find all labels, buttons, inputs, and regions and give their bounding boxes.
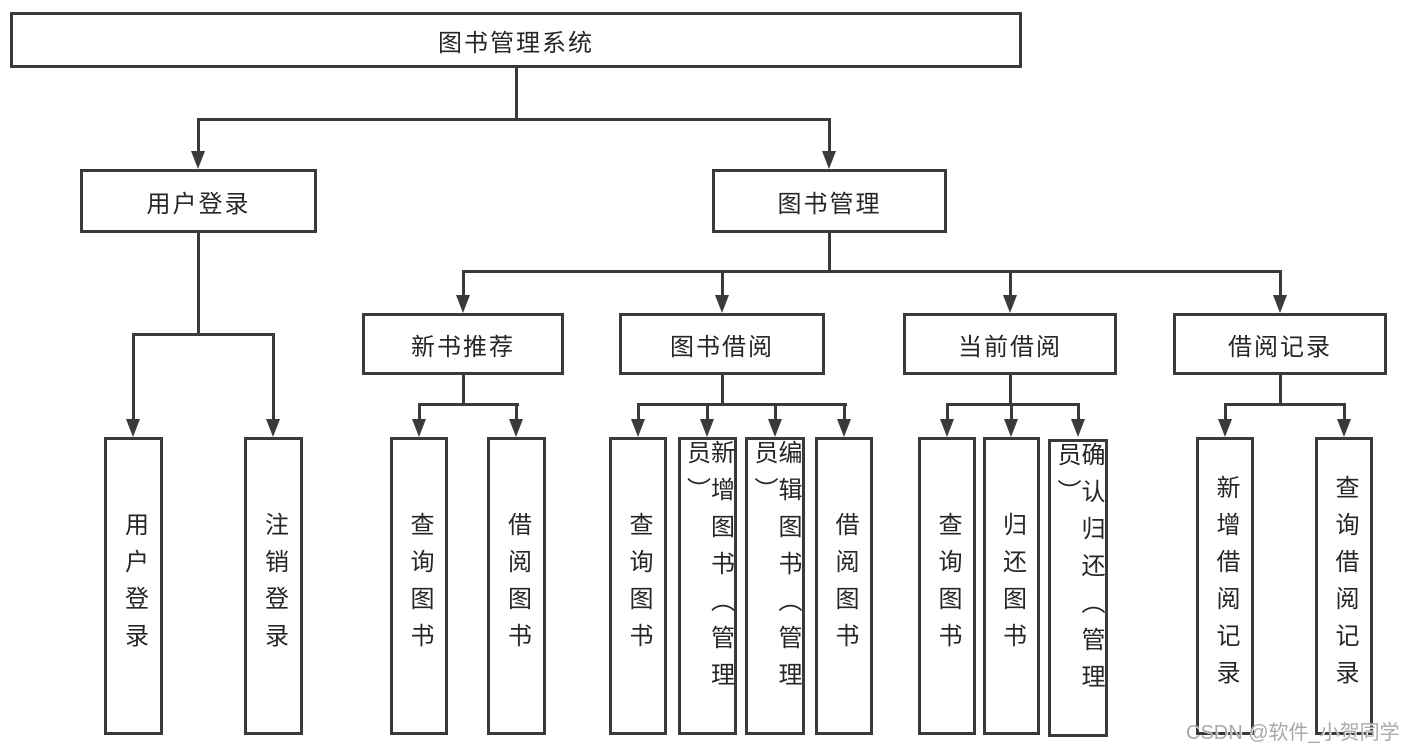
- leaf-label: 查询图书: [406, 512, 433, 660]
- node-book-management: 图书管理: [712, 169, 947, 233]
- arrowhead-down-icon: [191, 151, 205, 169]
- connector-drop: [1224, 403, 1227, 421]
- connector-stub: [721, 375, 724, 406]
- arrowhead-down-icon: [1071, 419, 1085, 437]
- leaf-return-books: 归还图书: [983, 437, 1040, 735]
- arrowhead-down-icon: [1218, 419, 1232, 437]
- arrowhead-down-icon: [822, 151, 836, 169]
- connector-stub: [1009, 375, 1012, 406]
- connector-drop: [197, 118, 200, 154]
- leaf-label: 查询图书: [934, 512, 961, 660]
- leaf-logout: 注销登录: [244, 437, 303, 735]
- leaf-label: 用户登录: [120, 512, 148, 660]
- leaf-label: 注销登录: [260, 512, 288, 660]
- leaf-query-books-borrow: 查询图书: [609, 437, 667, 735]
- arrowhead-down-icon: [266, 419, 280, 437]
- arrowhead-down-icon: [1337, 419, 1351, 437]
- leaf-label: 新增图书（管理员）: [682, 440, 734, 699]
- connector-stub: [828, 233, 831, 273]
- connector-drop: [828, 118, 831, 154]
- connector-root-stub: [515, 68, 518, 120]
- connector-bus: [637, 403, 847, 406]
- connector-stub: [197, 233, 200, 336]
- leaf-label: 借阅图书: [831, 512, 858, 660]
- leaf-label: 确认归还（管理员）: [1053, 442, 1104, 701]
- connector-drop: [1009, 270, 1012, 297]
- connector-bus: [1224, 403, 1346, 406]
- node-new-book-recommend: 新书推荐: [362, 313, 564, 375]
- leaf-add-books-admin: 新增图书（管理员）: [678, 437, 737, 735]
- arrowhead-down-icon: [631, 419, 645, 437]
- connector-drop: [706, 403, 709, 421]
- connector-drop: [272, 333, 275, 421]
- connector-drop: [1010, 403, 1013, 421]
- connector-drop: [774, 403, 777, 421]
- leaf-label: 借阅图书: [503, 512, 531, 660]
- connector-drop: [843, 403, 846, 421]
- arrowhead-down-icon: [940, 419, 954, 437]
- connector-bus: [418, 403, 519, 406]
- connector-drop: [1279, 270, 1282, 297]
- arrowhead-down-icon: [715, 295, 729, 313]
- leaf-user-login: 用户登录: [104, 437, 163, 735]
- leaf-query-books-recommend: 查询图书: [390, 437, 448, 735]
- connector-drop: [637, 403, 640, 421]
- arrowhead-down-icon: [1004, 419, 1018, 437]
- arrowhead-down-icon: [509, 419, 523, 437]
- leaf-add-borrow-record: 新增借阅记录: [1196, 437, 1254, 735]
- leaf-query-books-current: 查询图书: [918, 437, 976, 735]
- connector-drop: [418, 403, 421, 421]
- leaf-label: 编辑图书（管理员）: [750, 440, 801, 699]
- csdn-watermark: CSDN @软件_小贺同学: [1186, 722, 1400, 744]
- connector-drop: [462, 270, 465, 297]
- leaf-label: 查询图书: [625, 512, 652, 660]
- connector-drop: [132, 333, 135, 421]
- leaf-confirm-return-admin: 确认归还（管理员）: [1048, 439, 1108, 737]
- node-user-login: 用户登录: [80, 169, 317, 233]
- node-book-borrowing: 图书借阅: [619, 313, 825, 375]
- arrowhead-down-icon: [837, 419, 851, 437]
- node-library-system: 图书管理系统: [10, 12, 1022, 68]
- leaf-label: 新增借阅记录: [1212, 475, 1239, 697]
- arrowhead-down-icon: [1273, 295, 1287, 313]
- leaf-borrow-books-recommend: 借阅图书: [487, 437, 546, 735]
- node-borrowing-records: 借阅记录: [1173, 313, 1387, 375]
- arrowhead-down-icon: [1003, 295, 1017, 313]
- leaf-edit-books-admin: 编辑图书（管理员）: [745, 437, 805, 735]
- connector-drop: [721, 270, 724, 297]
- leaf-query-borrow-record: 查询借阅记录: [1315, 437, 1373, 735]
- connector-level3-bus: [462, 270, 1282, 273]
- connector-drop: [1343, 403, 1346, 421]
- arrowhead-down-icon: [768, 419, 782, 437]
- connector-stub: [1279, 375, 1282, 406]
- connector-drop: [946, 403, 949, 421]
- arrowhead-down-icon: [126, 419, 140, 437]
- leaf-borrow-books: 借阅图书: [815, 437, 873, 735]
- node-current-borrowing: 当前借阅: [903, 313, 1117, 375]
- connector-drop: [1077, 403, 1080, 421]
- arrowhead-down-icon: [412, 419, 426, 437]
- connector-stub: [462, 375, 465, 406]
- leaf-label: 归还图书: [998, 512, 1026, 660]
- connector-drop: [515, 403, 518, 421]
- arrowhead-down-icon: [456, 295, 470, 313]
- connector-bus: [946, 403, 1080, 406]
- connector-level2-bus: [197, 118, 831, 121]
- connector-bus: [132, 333, 275, 336]
- arrowhead-down-icon: [700, 419, 714, 437]
- leaf-label: 查询借阅记录: [1331, 475, 1358, 697]
